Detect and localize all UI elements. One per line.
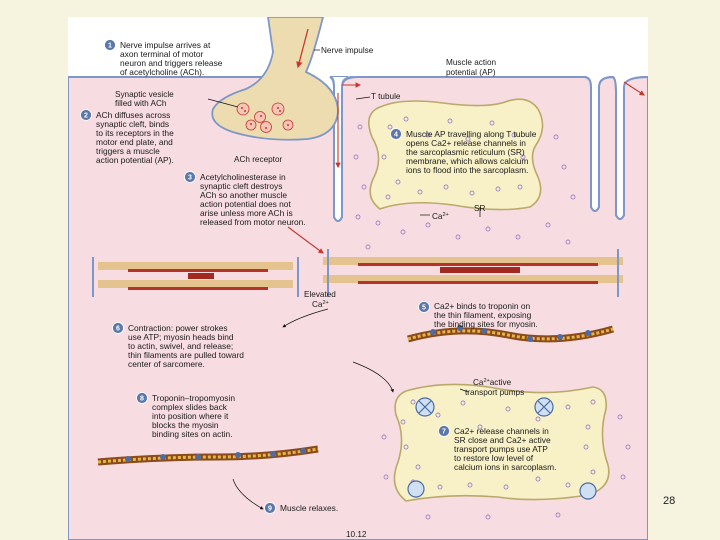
- svg-text:Troponin–tropomyosin: Troponin–tropomyosin: [152, 393, 235, 403]
- thin-filament-contract: [407, 325, 614, 343]
- svg-text:of acetylcholine (ACh).: of acetylcholine (ACh).: [120, 67, 204, 77]
- label-synaptic-vesicle-1: Synaptic vesicle: [115, 90, 174, 99]
- svg-text:center of sarcomere.: center of sarcomere.: [128, 359, 205, 369]
- label-ca-pumps-1: Ca2+active: [473, 378, 512, 387]
- svg-text:into position where it: into position where it: [152, 411, 229, 421]
- label-t-tubule: T tubule: [371, 92, 401, 101]
- svg-text:opens Ca2+ release channels in: opens Ca2+ release channels in: [406, 138, 526, 148]
- figure-canvas: Nerve impulse Muscle action potential (A…: [68, 17, 648, 540]
- svg-text:calcium ions in sarcoplasm.: calcium ions in sarcoplasm.: [454, 462, 556, 472]
- svg-text:axon terminal of motor: axon terminal of motor: [120, 49, 204, 59]
- label-nerve-impulse: Nerve impulse: [321, 46, 374, 55]
- label-sr: SR: [474, 204, 485, 213]
- calcium-pump-bottom: [407, 480, 597, 500]
- svg-text:use ATP; myosin heads bind: use ATP; myosin heads bind: [128, 332, 234, 342]
- arrow-step5-to-6: [282, 308, 329, 328]
- svg-text:Ca2+ binds to troponin on: Ca2+ binds to troponin on: [434, 301, 530, 311]
- svg-text:Muscle AP travelling along T t: Muscle AP travelling along T tubule: [406, 129, 537, 139]
- svg-text:the binding sites for myosin.: the binding sites for myosin.: [434, 319, 538, 329]
- label-elevated: Elevated: [304, 290, 336, 299]
- sarcoplasmic-reticulum-upper: [368, 98, 544, 211]
- label-ach-receptor: ACh receptor: [234, 155, 283, 164]
- label-muscle-ap-1: Muscle action: [446, 58, 497, 67]
- svg-text:SR close and Ca2+ active: SR close and Ca2+ active: [454, 435, 551, 445]
- svg-text:to its receptors in the: to its receptors in the: [96, 128, 174, 138]
- svg-text:the sarcoplasmic reticulum (SR: the sarcoplasmic reticulum (SR): [406, 147, 525, 157]
- svg-text:synaptic cleft, binds: synaptic cleft, binds: [96, 119, 169, 129]
- svg-text:synaptic cleft destroys: synaptic cleft destroys: [200, 181, 282, 191]
- svg-text:ACh so another muscle: ACh so another muscle: [200, 190, 287, 200]
- sarcomere-left: [92, 257, 299, 297]
- svg-text:1: 1: [108, 43, 112, 50]
- svg-text:4: 4: [394, 132, 398, 139]
- svg-text:Muscle relaxes.: Muscle relaxes.: [280, 503, 338, 513]
- svg-text:2: 2: [84, 113, 88, 120]
- label-elevated-ca: Ca2+: [312, 300, 329, 309]
- svg-text:action potential does not: action potential does not: [200, 199, 291, 209]
- svg-text:to actin, swivel, and release;: to actin, swivel, and release;: [128, 341, 233, 351]
- myosin-heads: [125, 325, 591, 462]
- svg-text:triggers a muscle: triggers a muscle: [96, 146, 160, 156]
- t-tubule-right: [583, 75, 648, 220]
- arrow-ap-down: [287, 226, 324, 254]
- arrow-ap-far-right: [623, 81, 645, 96]
- svg-text:7: 7: [442, 429, 446, 436]
- svg-text:neuron and triggers release: neuron and triggers release: [120, 58, 223, 68]
- svg-text:complex slides back: complex slides back: [152, 402, 228, 412]
- sarcomere-right: [323, 249, 623, 297]
- svg-text:motor end plate, and: motor end plate, and: [96, 137, 173, 147]
- calcium-ions: [353, 116, 631, 520]
- svg-text:Nerve impulse arrives at: Nerve impulse arrives at: [120, 40, 211, 50]
- svg-text:Acetylcholinesterase in: Acetylcholinesterase in: [200, 172, 286, 182]
- label-synaptic-vesicle-2: filled with ACh: [115, 99, 167, 108]
- svg-text:5: 5: [422, 305, 426, 312]
- svg-text:ACh diffuses across: ACh diffuses across: [96, 110, 170, 120]
- label-muscle-ap-2: potential (AP): [446, 68, 496, 77]
- svg-text:3: 3: [188, 175, 192, 182]
- svg-text:Ca2+ release channels in: Ca2+ release channels in: [454, 426, 549, 436]
- svg-text:to restore low level of: to restore low level of: [454, 453, 534, 463]
- arrow-step6-to-7: [352, 361, 394, 393]
- svg-text:arise unless more ACh is: arise unless more ACh is: [200, 208, 293, 218]
- label-ca-released: Ca2+: [432, 212, 449, 221]
- calcium-pump-right: [534, 397, 554, 417]
- svg-text:released from motor neuron.: released from motor neuron.: [200, 217, 306, 227]
- label-ca-pumps-2: transport pumps: [465, 388, 524, 397]
- step-4: 4 Muscle AP travelling along T tubuleope…: [390, 128, 537, 175]
- nerve-impulse-arrow: [296, 28, 309, 69]
- svg-text:binding sites on actin.: binding sites on actin.: [152, 429, 233, 439]
- svg-text:6: 6: [116, 326, 120, 333]
- svg-text:Contraction: power strokes: Contraction: power strokes: [128, 323, 228, 333]
- calcium-pump-left: [415, 397, 435, 417]
- slide-number: 28: [663, 495, 676, 507]
- thin-filament-relaxed: [97, 445, 319, 466]
- svg-text:blocks the myosin: blocks the myosin: [152, 420, 219, 430]
- svg-text:9: 9: [268, 506, 272, 513]
- svg-text:thin filaments are pulled towa: thin filaments are pulled toward: [128, 350, 244, 360]
- svg-text:transport pumps use ATP: transport pumps use ATP: [454, 444, 548, 454]
- svg-text:action potential (AP).: action potential (AP).: [96, 155, 174, 165]
- svg-text:the thin filament, exposing: the thin filament, exposing: [434, 310, 532, 320]
- arrow-step8-to-9: [232, 478, 264, 510]
- svg-text:membrane, which allows calcium: membrane, which allows calcium: [406, 156, 528, 166]
- svg-text:ions to flood into the sarcopl: ions to flood into the sarcoplasm.: [406, 165, 528, 175]
- step-9: 9 Muscle relaxes.: [264, 502, 338, 514]
- muscle-contraction-figure: Nerve impulse Muscle action potential (A…: [68, 17, 648, 540]
- svg-text:8: 8: [140, 396, 144, 403]
- figure-number: 10.12: [346, 530, 367, 539]
